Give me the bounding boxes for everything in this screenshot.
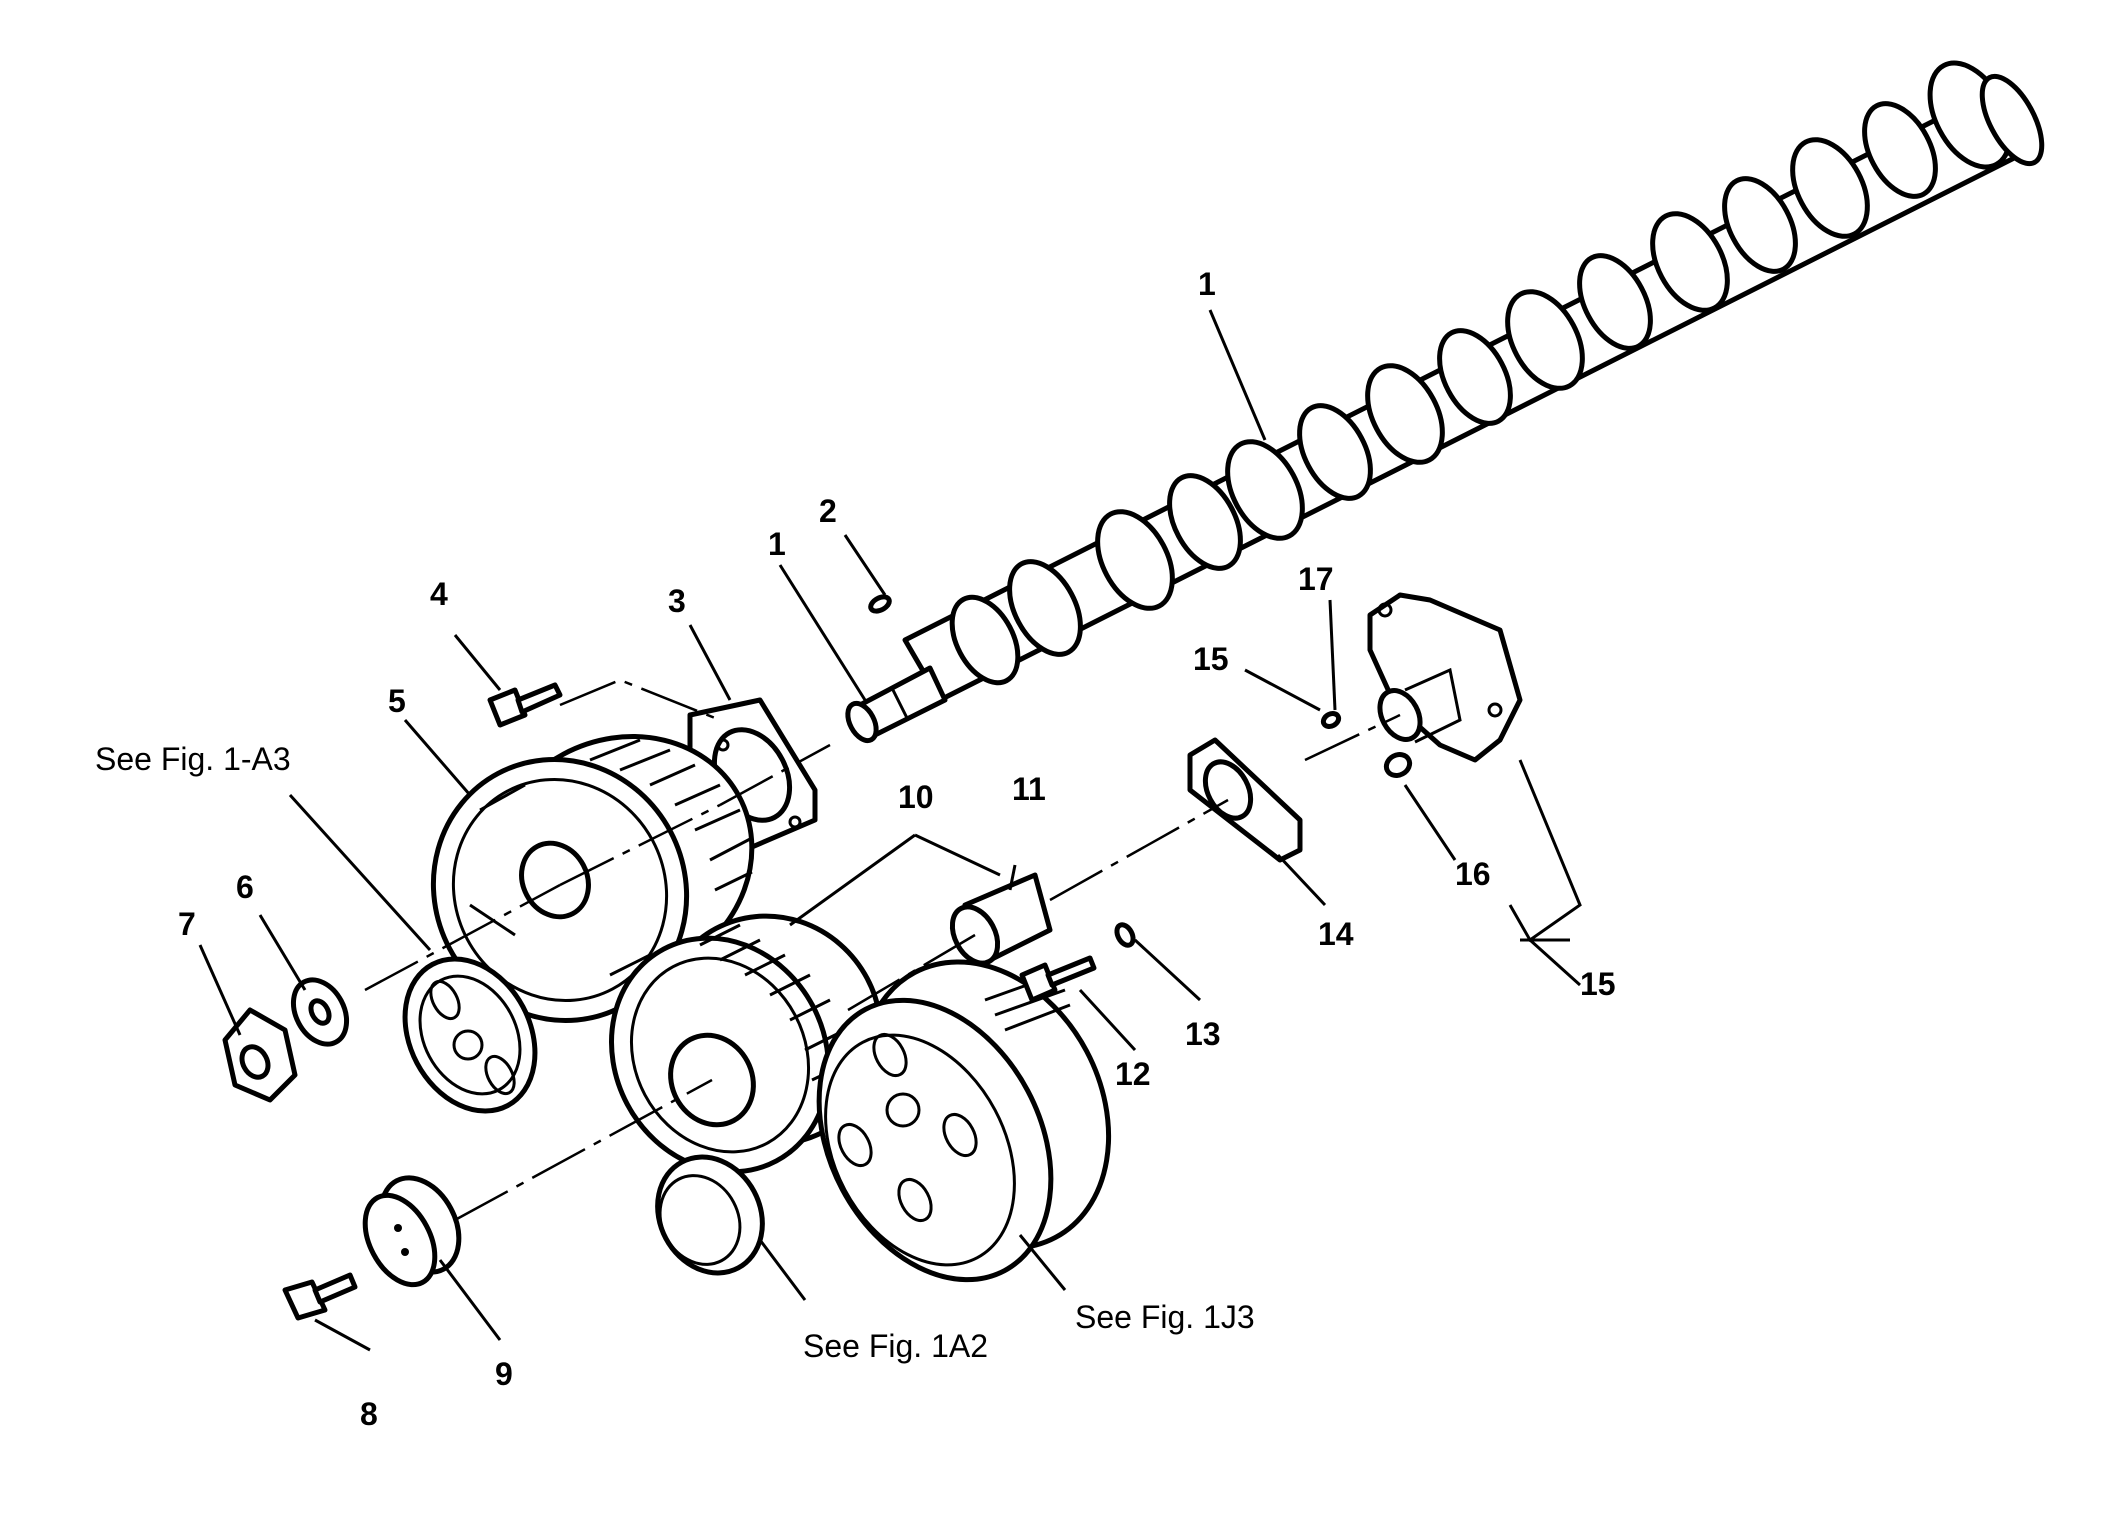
callout-15-pin: 15 (1193, 641, 1229, 677)
callout-16: 16 (1455, 856, 1491, 892)
reference-fig-1j3: See Fig. 1J3 (1075, 1299, 1255, 1335)
callout-12: 12 (1115, 1056, 1151, 1092)
nut-7 (222, 1007, 298, 1103)
callout-6: 6 (236, 869, 254, 905)
callout-9: 9 (495, 1356, 513, 1392)
callout-1-camshaft: 1 (1198, 266, 1216, 302)
idler-shaft-washer-9 (362, 1175, 462, 1288)
assembly-axes (364, 678, 1401, 1222)
callout-10: 10 (898, 779, 934, 815)
bolt-4 (487, 682, 563, 728)
callout-5: 5 (388, 683, 406, 719)
callout-3: 3 (668, 583, 686, 619)
callout-7: 7 (178, 906, 196, 942)
rear-housing-15 (1367, 592, 1523, 763)
washer-6 (290, 977, 350, 1047)
callout-8: 8 (360, 1396, 378, 1432)
camshaft-gear (430, 734, 755, 1023)
reference-notes: See Fig. 1-A3 See Fig. 1A2 See Fig. 1J3 (95, 741, 1255, 1364)
camshaft (845, 60, 2045, 744)
leader-lines (198, 309, 1582, 1352)
reference-fig-1a2: See Fig. 1A2 (803, 1328, 988, 1364)
injection-pump-gear (402, 956, 538, 1114)
callout-4: 4 (430, 576, 448, 612)
bolt-12 (1019, 955, 1097, 1003)
callout-17: 17 (1298, 561, 1334, 597)
reference-fig-1-a3: See Fig. 1-A3 (95, 741, 291, 777)
crankshaft-pulley (816, 959, 1112, 1283)
callout-1-shaft-end: 1 (768, 526, 786, 562)
woodruff-key (868, 594, 892, 614)
callout-labels: 1 1 2 3 4 5 6 7 8 9 10 11 12 13 14 15 15… (178, 266, 1616, 1432)
washer-13 (1114, 922, 1136, 948)
dowel-pin-15 (1320, 711, 1342, 729)
callout-15-assembly: 15 (1580, 966, 1616, 1002)
bolt-8 (282, 1272, 358, 1321)
callout-2: 2 (819, 493, 837, 529)
callout-14: 14 (1318, 916, 1354, 952)
callout-13: 13 (1185, 1016, 1221, 1052)
plug-16 (1383, 752, 1413, 778)
oil-seal-plate-14 (1187, 737, 1303, 863)
callout-11: 11 (1012, 771, 1046, 807)
idler-bushing (949, 872, 1053, 968)
crankshaft-gear (655, 1154, 765, 1276)
